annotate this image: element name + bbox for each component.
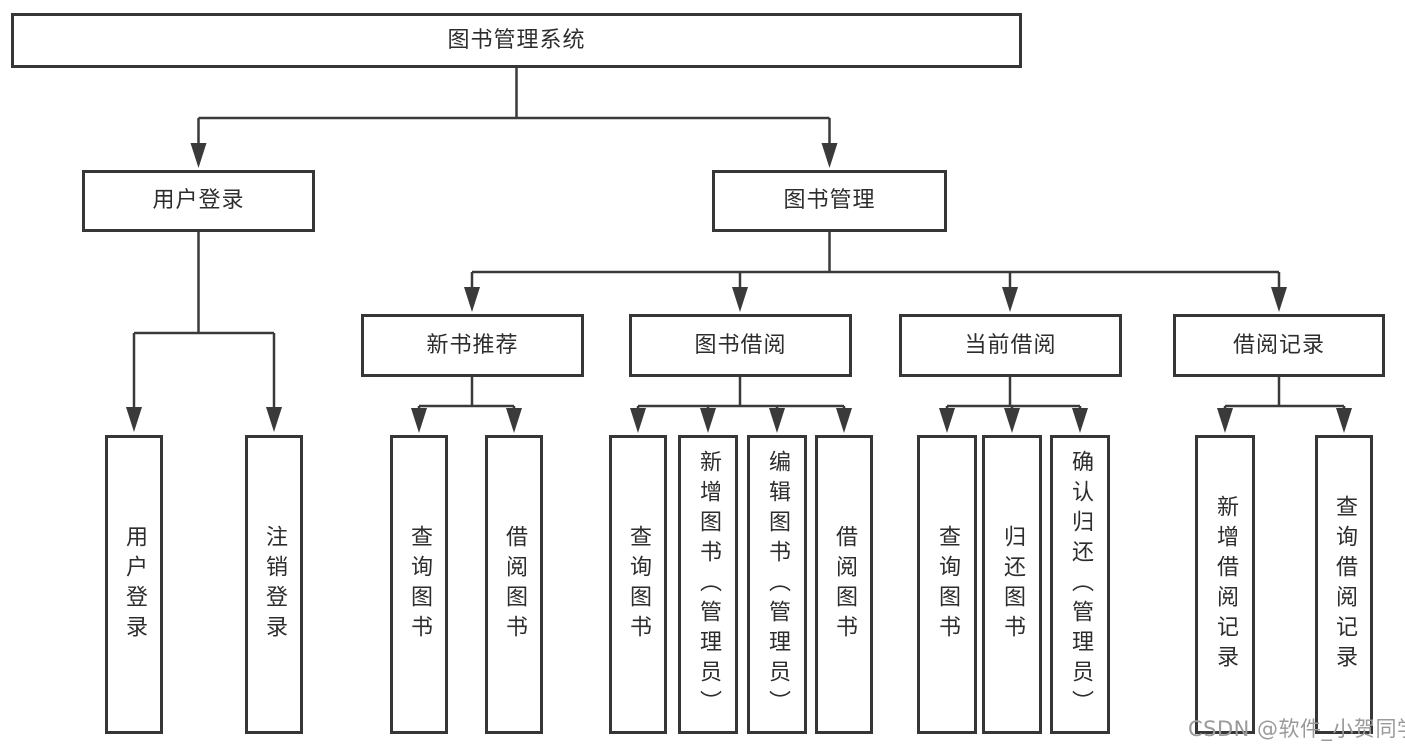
leaf-borrowing-add-books-admin-label: 新增图书（管理员） <box>696 449 721 720</box>
leaf-current-query-books-label: 查询图书 <box>935 524 960 645</box>
leaf-user-login: 用户登录 <box>105 435 163 734</box>
leaf-records-add-borrow-record: 新增借阅记录 <box>1195 435 1255 734</box>
leaf-newbook-borrow-books: 借阅图书 <box>485 435 543 734</box>
leaf-borrowing-query-books-label: 查询图书 <box>626 524 651 645</box>
node-book-borrowing: 图书借阅 <box>629 314 852 377</box>
csdn-watermark: CSDN @软件_小贺同学 <box>1188 717 1405 741</box>
leaf-current-confirm-return-admin-label: 确认归还（管理员） <box>1068 449 1093 720</box>
leaf-current-query-books: 查询图书 <box>917 435 977 734</box>
leaf-borrowing-add-books-admin: 新增图书（管理员） <box>678 435 738 734</box>
node-borrowing-records: 借阅记录 <box>1173 314 1385 377</box>
leaf-current-return-books: 归还图书 <box>982 435 1042 734</box>
node-library-management-system: 图书管理系统 <box>11 13 1022 68</box>
leaf-current-return-books-label: 归还图书 <box>1000 524 1025 645</box>
node-user-login: 用户登录 <box>82 170 315 232</box>
leaf-borrowing-edit-books-admin-label: 编辑图书（管理员） <box>765 449 790 720</box>
leaf-logout-login: 注销登录 <box>245 435 303 734</box>
leaf-records-add-borrow-record-label: 新增借阅记录 <box>1213 494 1238 675</box>
leaf-newbook-borrow-books-label: 借阅图书 <box>502 524 527 645</box>
leaf-borrowing-borrow-books: 借阅图书 <box>815 435 873 734</box>
node-current-borrowing: 当前借阅 <box>899 314 1122 377</box>
leaf-records-query-borrow-record-label: 查询借阅记录 <box>1332 494 1357 675</box>
leaf-borrowing-borrow-books-label: 借阅图书 <box>832 524 857 645</box>
leaf-newbook-query-books-label: 查询图书 <box>407 524 432 645</box>
leaf-newbook-query-books: 查询图书 <box>390 435 448 734</box>
node-book-management: 图书管理 <box>712 170 947 232</box>
leaf-borrowing-query-books: 查询图书 <box>609 435 667 734</box>
leaf-current-confirm-return-admin: 确认归还（管理员） <box>1050 435 1110 734</box>
leaf-user-login-label: 用户登录 <box>122 524 147 645</box>
leaf-logout-login-label: 注销登录 <box>262 524 287 645</box>
node-new-book-recommendation: 新书推荐 <box>361 314 584 377</box>
leaf-borrowing-edit-books-admin: 编辑图书（管理员） <box>747 435 807 734</box>
leaf-records-query-borrow-record: 查询借阅记录 <box>1315 435 1373 734</box>
